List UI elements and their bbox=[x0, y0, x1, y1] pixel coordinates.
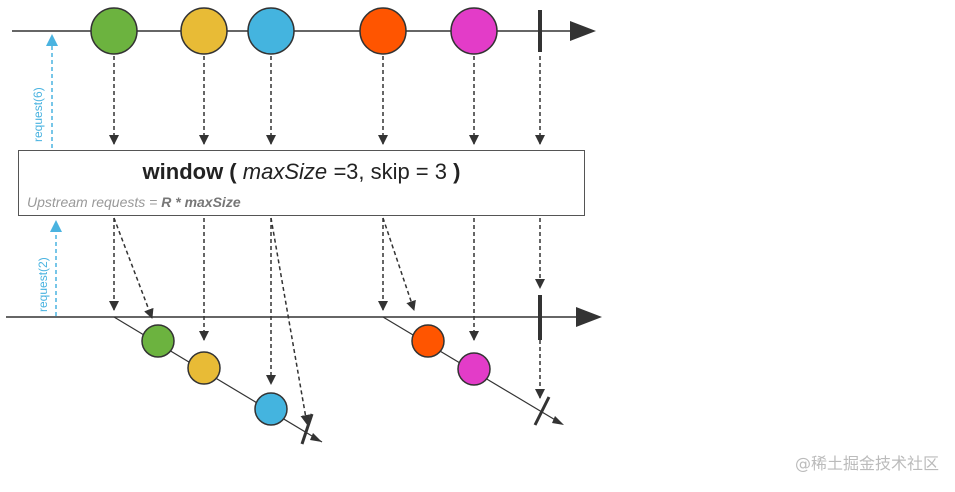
downstream-request-arrow: request(2) bbox=[36, 220, 62, 316]
watermark: @稀土掘金技术社区 bbox=[794, 454, 939, 473]
operator-param2: , skip = 3 bbox=[358, 159, 447, 184]
operator-name: window bbox=[142, 159, 224, 184]
window-1-marble-green bbox=[141, 324, 175, 358]
upstream-request-label: request(6) bbox=[31, 87, 45, 142]
operator-box: window ( maxSize =3, skip = 3 ) Upstream… bbox=[18, 150, 585, 216]
source-marble-magenta bbox=[450, 7, 498, 55]
drop-arrows-in bbox=[109, 56, 545, 145]
window-1-marble-yellow bbox=[187, 351, 221, 385]
operator-close-paren: ) bbox=[447, 159, 461, 184]
window-1-marble-blue bbox=[254, 392, 288, 426]
operator-open-paren: ( bbox=[223, 159, 237, 184]
operator-subtitle-formula: R * maxSize bbox=[161, 194, 241, 210]
window-2-marble-orange bbox=[411, 324, 445, 358]
output-timeline bbox=[6, 295, 602, 340]
drop-arrows-out bbox=[109, 217, 545, 425]
source-marble-yellow bbox=[180, 7, 228, 55]
operator-param1-value: 3 bbox=[346, 159, 359, 184]
source-marble-blue bbox=[247, 7, 295, 55]
source-marble-green bbox=[90, 7, 138, 55]
upstream-request-arrow: request(6) bbox=[31, 34, 58, 148]
operator-param1-eq: = bbox=[327, 159, 347, 184]
downstream-request-label: request(2) bbox=[36, 257, 50, 312]
operator-subtitle: Upstream requests = R * maxSize bbox=[27, 194, 241, 210]
source-marble-orange bbox=[359, 7, 407, 55]
operator-title: window ( maxSize =3, skip = 3 ) bbox=[19, 159, 584, 185]
operator-param1-name: maxSize bbox=[242, 159, 328, 184]
operator-subtitle-prefix: Upstream requests = bbox=[27, 194, 162, 210]
window-2-marble-magenta bbox=[457, 352, 491, 386]
